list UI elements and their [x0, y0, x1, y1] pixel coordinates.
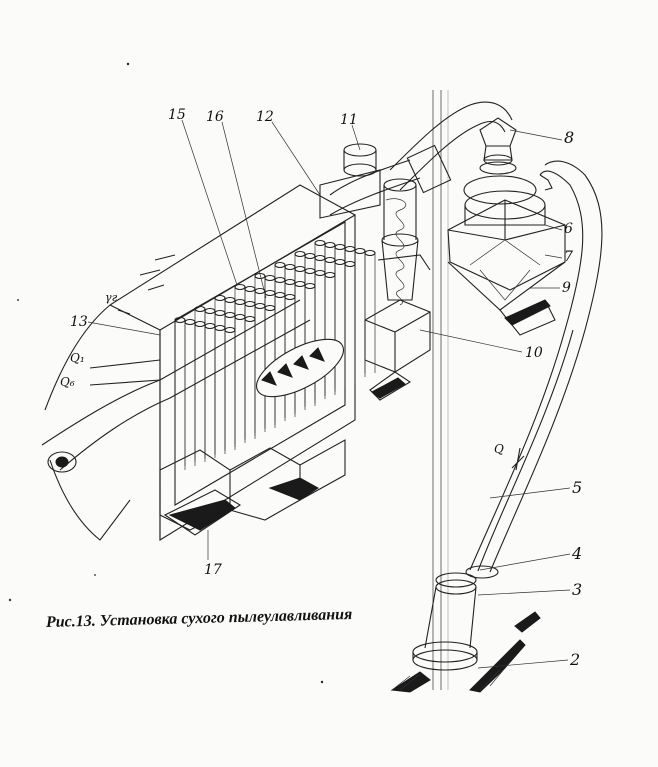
label-12: 12: [256, 109, 274, 125]
cyclone-column-center: [364, 178, 431, 401]
label-16: 16: [206, 109, 224, 125]
label-2: 2: [570, 650, 581, 669]
bottom-hoppers: [159, 439, 346, 536]
label-4: 4: [572, 544, 583, 563]
filter-bag: [354, 247, 366, 377]
filter-bag: [214, 309, 226, 451]
label-15: 15: [168, 107, 186, 123]
filter-bag: [334, 258, 346, 388]
filter-bag: [364, 249, 376, 373]
duct-5: [469, 160, 603, 573]
label-3: 3: [572, 580, 583, 599]
label-5: 5: [572, 478, 583, 497]
filter-bag: [204, 307, 216, 455]
bag-cutout: [256, 338, 344, 398]
label-8: 8: [564, 128, 575, 147]
filter-bag: [324, 271, 336, 395]
filter-bag: [194, 320, 206, 462]
filter-bag: [244, 315, 256, 439]
filter-bag: [234, 298, 246, 440]
filter-bag: [184, 318, 196, 466]
label-9: 9: [562, 280, 571, 296]
filter-bags: [174, 239, 376, 470]
label-11: 11: [340, 112, 358, 128]
foundation-rings: [412, 565, 499, 671]
label-6: 6: [564, 221, 573, 237]
scan-specks: [8, 62, 324, 684]
label-13: 13: [70, 314, 88, 330]
filter-bag: [214, 324, 226, 454]
label-17: 17: [204, 562, 222, 578]
label-q: Q: [494, 442, 504, 456]
filter-bag: [264, 274, 276, 422]
label-gamma: γг: [105, 291, 118, 304]
inlet-duct-left: [41, 254, 311, 541]
vertical-reference-lines: [432, 90, 449, 690]
filter-bag: [344, 260, 356, 384]
label-q1: Q₁: [70, 351, 85, 365]
filter-bag: [204, 322, 216, 458]
stack-11: [319, 143, 381, 219]
filter-bag: [254, 287, 266, 429]
filter-bag: [224, 326, 236, 450]
cyclone-assembly-right: [447, 117, 566, 336]
label-q6: Q₆: [60, 375, 75, 389]
leader-lines: [87, 119, 571, 669]
filter-bag: [224, 296, 236, 444]
filter-bag: [244, 285, 256, 433]
label-10: 10: [525, 345, 543, 361]
label-7: 7: [564, 249, 573, 265]
